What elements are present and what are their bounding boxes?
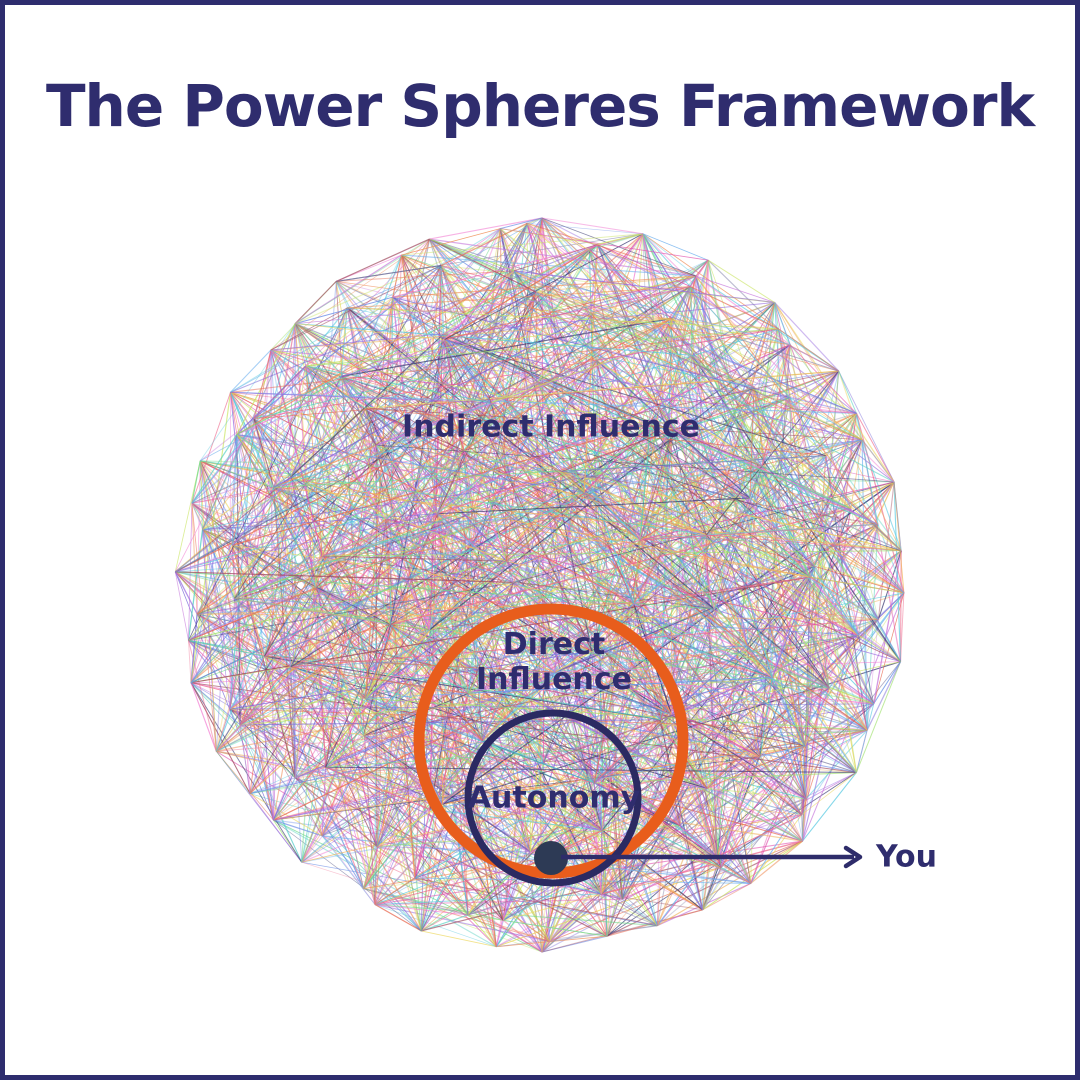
you-label: You [876,839,937,875]
page-title: The Power Spheres Framework [45,72,1035,140]
indirect-influence-label: Indirect Influence [402,409,700,445]
direct-influence-label: Direct Influence [476,627,632,697]
autonomy-ring [464,709,642,887]
you-dot [534,841,568,875]
power-spheres-diagram [174,217,905,953]
autonomy-label: Autonomy [467,780,641,816]
indirect-influence-sphere [174,217,905,953]
direct-influence-label-line2: Influence [476,662,632,697]
you-arrow-head [843,845,863,869]
direct-influence-label-line1: Direct [502,627,606,662]
